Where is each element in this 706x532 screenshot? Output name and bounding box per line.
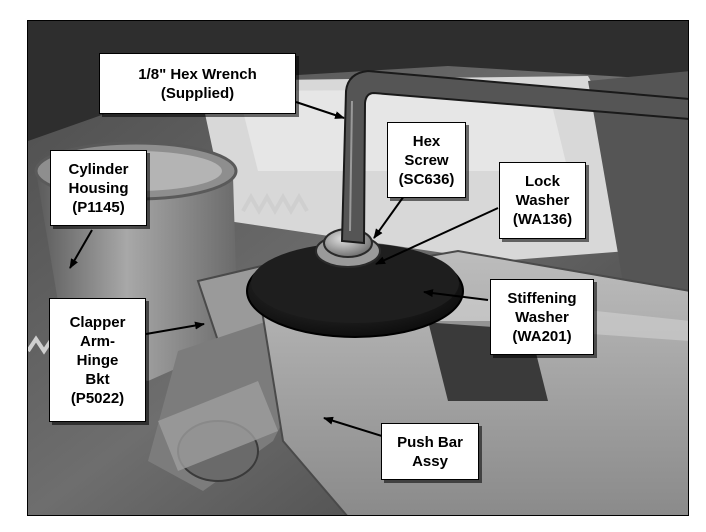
hex-wrench-label-line: 1/8" Hex Wrench — [138, 65, 257, 83]
cylinder-housing-label-line: Cylinder — [68, 160, 129, 178]
cylinder-housing-label: Cylinder Housing (P1145) — [50, 150, 147, 226]
lock-washer-label-line: Lock — [524, 173, 560, 190]
push-bar-label: Push Bar Assy — [381, 423, 479, 480]
lock-washer-label: Lock Washer (WA136) — [499, 162, 586, 239]
stiffening-washer-label: Stiffening Washer (WA201) — [490, 279, 594, 355]
clapper-arm-label-line: Arm- — [79, 332, 115, 350]
cylinder-housing-label-line: Housing — [68, 179, 129, 197]
hex-wrench-label: 1/8" Hex Wrench (Supplied) — [99, 53, 296, 114]
stiffening-washer-label-line: (WA201) — [512, 327, 572, 345]
hex-screw-label-line: (SC636) — [398, 170, 455, 188]
clapper-arm-label-line: Clapper — [69, 313, 126, 331]
clapper-arm-label: Clapper Arm- Hinge Bkt (P5022) — [49, 298, 146, 422]
stiffening-washer-label-line: Washer — [515, 308, 569, 326]
clapper-arm-label-line: (P5022) — [70, 389, 125, 407]
hex-wrench-label-line: (Supplied) — [160, 84, 235, 102]
hex-screw-label-line: Hex — [412, 132, 441, 150]
push-bar-label-line: Assy — [412, 452, 448, 470]
lock-washer-label-line: (WA136) — [512, 211, 573, 228]
hex-screw-label-line: Screw — [404, 151, 449, 169]
clapper-arm-label-line: Bkt — [85, 370, 110, 388]
cylinder-housing-label-line: (P1145) — [72, 198, 125, 216]
hex-screw-label: Hex Screw (SC636) — [387, 122, 466, 198]
lock-washer-label-line: Washer — [515, 192, 570, 209]
stiffening-washer-label-line: Stiffening — [507, 289, 577, 307]
clapper-arm-label-line: Hinge — [76, 351, 119, 369]
push-bar-label-line: Push Bar — [397, 433, 463, 451]
